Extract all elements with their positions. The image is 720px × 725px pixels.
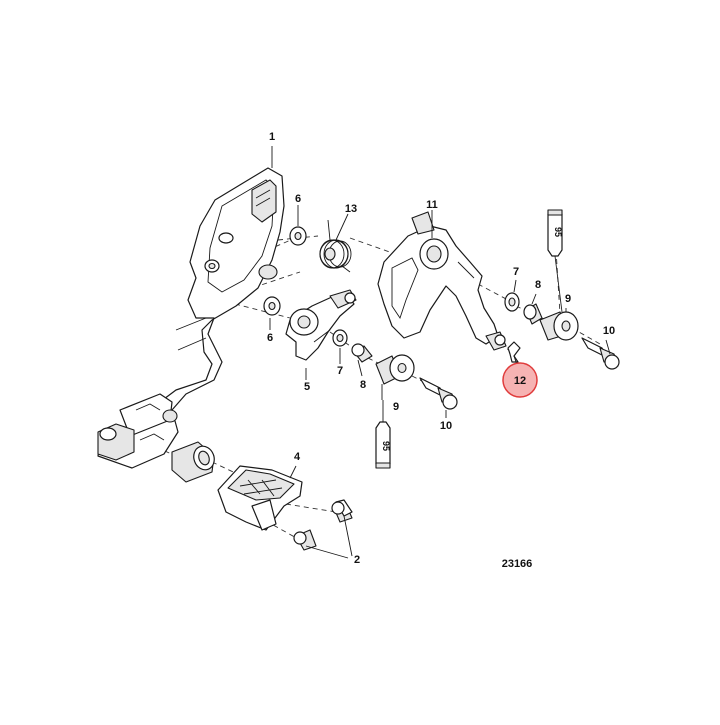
figure-number: 23166 bbox=[502, 558, 533, 570]
callout-13: 13 bbox=[345, 203, 357, 215]
part-11-arm bbox=[377, 211, 507, 351]
part-9-bushing-right bbox=[539, 311, 579, 341]
part-5-lever bbox=[285, 289, 357, 361]
callouts: 1 6 13 11 7 8 9 10 6 5 7 8 9 10 4 2 bbox=[267, 131, 615, 566]
part-2-screws bbox=[293, 499, 353, 551]
callout-10-left: 10 bbox=[440, 420, 452, 432]
callout-6-lower: 6 bbox=[267, 332, 273, 344]
sealant-tube-upper: 95 bbox=[547, 209, 563, 257]
callout-1: 1 bbox=[269, 131, 275, 143]
callout-9-left: 9 bbox=[393, 401, 399, 413]
callout-10-right: 10 bbox=[603, 325, 615, 337]
callout-9-right: 9 bbox=[565, 293, 571, 305]
callout-12-highlight: 12 bbox=[502, 362, 538, 398]
callout-8-right: 8 bbox=[535, 279, 541, 291]
callout-2: 2 bbox=[354, 554, 360, 566]
callout-12: 12 bbox=[514, 375, 526, 387]
bracket-bushing bbox=[171, 441, 215, 483]
part-9-bushing-left bbox=[375, 354, 415, 385]
part-6-washers bbox=[263, 226, 307, 316]
callout-7-left: 7 bbox=[337, 365, 343, 377]
sealant-tube-lower: 95 bbox=[375, 421, 391, 469]
part-4-plate bbox=[217, 465, 303, 531]
callout-11: 11 bbox=[426, 199, 438, 211]
part-8-bushing-right bbox=[523, 303, 543, 325]
sealant-label-lower: 95 bbox=[381, 441, 391, 451]
part-12-clip bbox=[507, 341, 521, 363]
part-7-washer-left bbox=[332, 329, 348, 347]
callout-7-right: 7 bbox=[513, 266, 519, 278]
callout-5: 5 bbox=[304, 381, 310, 393]
callout-8-left: 8 bbox=[360, 379, 366, 391]
part-8-bushing-left bbox=[351, 343, 373, 363]
callout-4: 4 bbox=[294, 451, 301, 463]
part-1-bracket bbox=[97, 167, 285, 469]
sealant-label-upper: 95 bbox=[553, 227, 563, 237]
part-7-washer-right bbox=[504, 292, 520, 312]
part-10-bolt-right bbox=[581, 337, 620, 370]
part-13-spring bbox=[319, 219, 352, 273]
part-10-bolt-left bbox=[419, 377, 458, 410]
leader-lines bbox=[269, 146, 611, 559]
callout-6-upper: 6 bbox=[295, 193, 301, 205]
